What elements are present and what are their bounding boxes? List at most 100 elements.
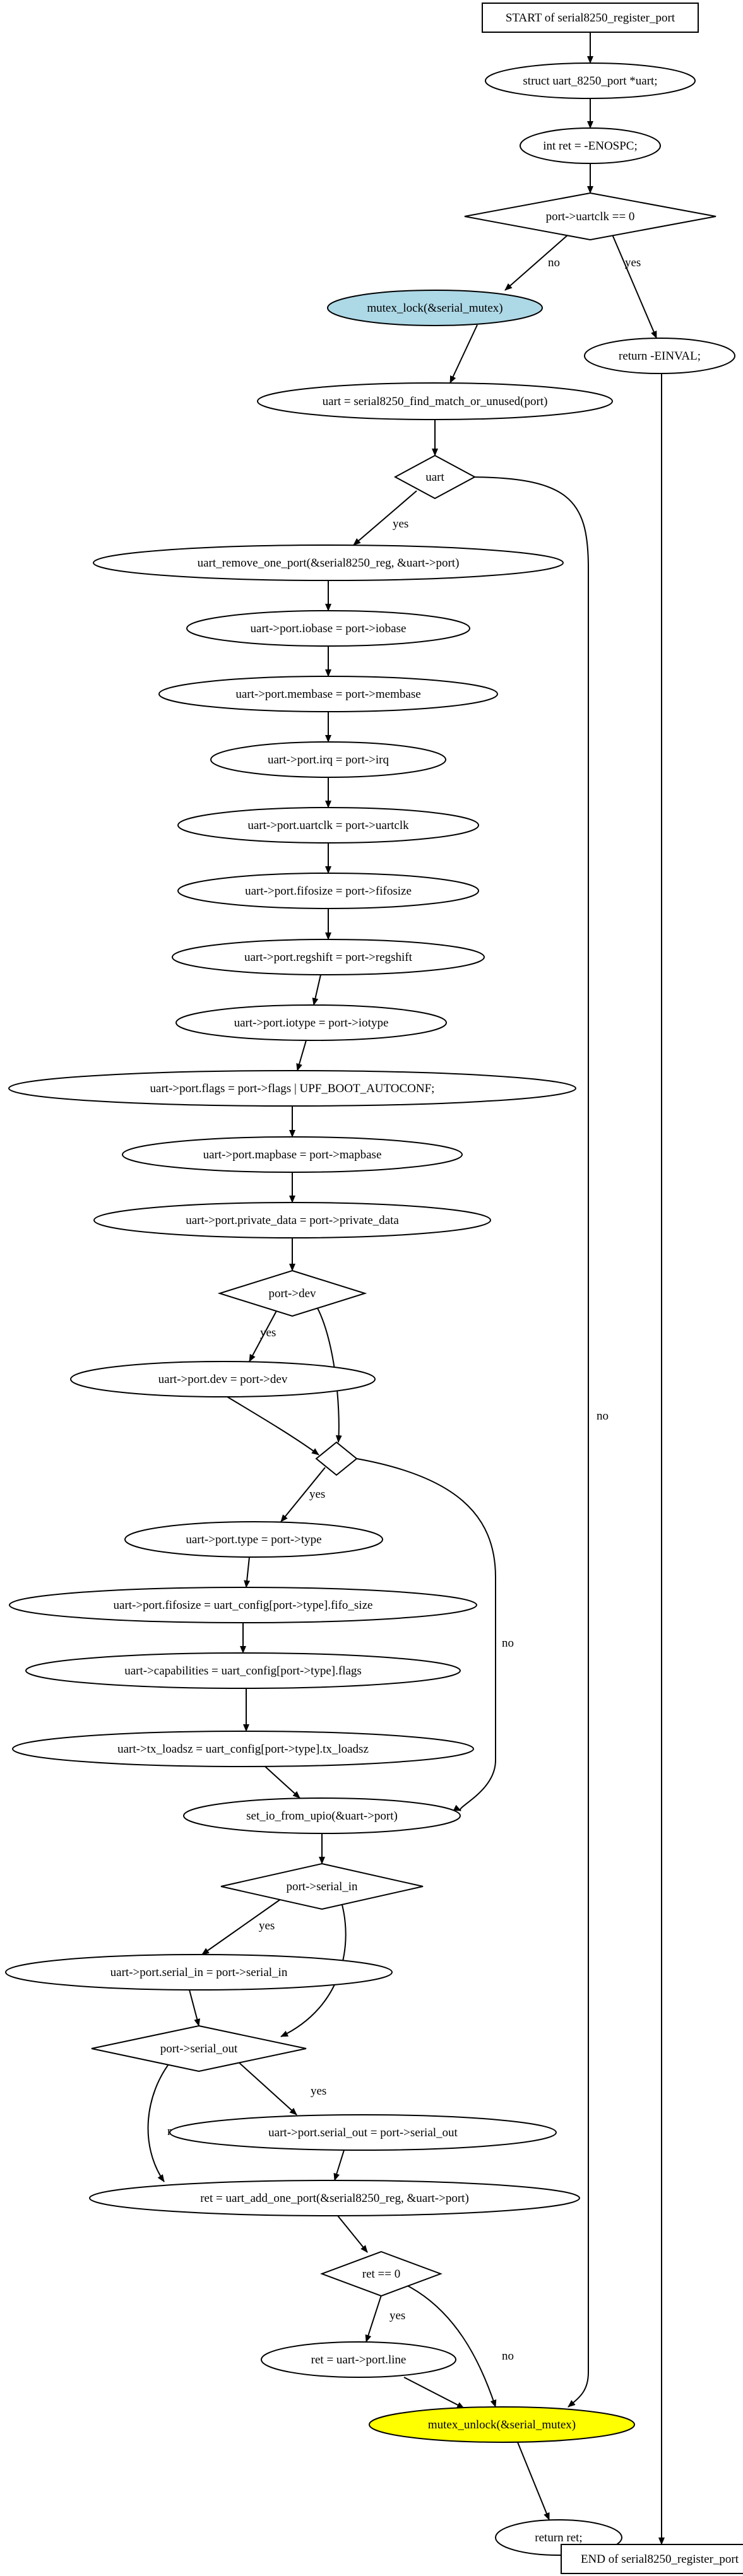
node-diamond bbox=[217, 1269, 367, 1317]
edge-label: yes bbox=[625, 256, 641, 269]
flow-node: uart->port.type = port->type bbox=[124, 1521, 383, 1558]
edge-line bbox=[504, 234, 569, 291]
edge-line bbox=[280, 1467, 326, 1522]
node-label: mutex_unlock(&serial_mutex) bbox=[428, 2418, 576, 2432]
flow-node: END of serial8250_register_port bbox=[561, 2544, 743, 2574]
flow-node: ret = uart->port.line bbox=[261, 2341, 456, 2378]
edge-label: yes bbox=[309, 1488, 325, 1501]
node-ellipse bbox=[186, 610, 470, 647]
edge-label: yes bbox=[311, 2085, 326, 2098]
edge: yes bbox=[236, 2060, 326, 2115]
node-diamond bbox=[393, 454, 477, 500]
node-ellipse bbox=[158, 676, 498, 712]
flow-node: struct uart_8250_port *uart; bbox=[485, 62, 696, 99]
node-ellipse bbox=[93, 1202, 491, 1238]
edge-label: no bbox=[548, 256, 560, 269]
edge-line bbox=[333, 2150, 345, 2181]
node-label: uart->port.iotype = port->iotype bbox=[234, 1016, 389, 1030]
flow-node: uart->capabilities = uart_config[port->t… bbox=[25, 1652, 461, 1689]
flow-node: uart->port.flags = port->flags | UPF_BOO… bbox=[8, 1070, 576, 1107]
node-label: uart->tx_loadsz = uart_config[port->type… bbox=[117, 1743, 369, 1756]
edge-line bbox=[465, 476, 589, 2408]
flow-node: uart->port.membase = port->membase bbox=[158, 676, 498, 712]
node-ellipse bbox=[89, 2180, 580, 2216]
edge-label: no bbox=[502, 1637, 514, 1650]
flow-node: START of serial8250_register_port bbox=[482, 3, 699, 33]
node-label: mutex_lock(&serial_mutex) bbox=[367, 302, 502, 315]
edge bbox=[312, 974, 321, 1006]
node-label: uart->port.dev = port->dev bbox=[158, 1373, 288, 1386]
node-label: return -EINVAL; bbox=[619, 350, 701, 363]
edge bbox=[189, 1989, 201, 2026]
node-label: struct uart_8250_port *uart; bbox=[523, 74, 657, 88]
flow-node: uart->port.mapbase = port->mapbase bbox=[122, 1136, 463, 1173]
node-label: uart->port.iobase = port->iobase bbox=[251, 622, 407, 635]
node-label: uart = serial8250_find_match_or_unused(p… bbox=[323, 395, 548, 408]
node-label: uart->port.irq = port->irq bbox=[268, 753, 389, 767]
flow-node: port->serial_out bbox=[91, 2025, 307, 2073]
flow-node: mutex_unlock(&serial_mutex) bbox=[369, 2406, 635, 2443]
flow-node: uart_remove_one_port(&serial8250_reg, &u… bbox=[93, 544, 564, 581]
edge: no bbox=[504, 234, 569, 291]
node-label: uart->port.private_data = port->private_… bbox=[186, 1214, 399, 1227]
edge-line bbox=[403, 2283, 497, 2408]
flow-node: uart->tx_loadsz = uart_config[port->type… bbox=[12, 1731, 474, 1767]
flow-node: set_io_from_upio(&uart->port) bbox=[183, 1797, 461, 1834]
edge-line bbox=[312, 974, 321, 1006]
node-label: uart->port.mapbase = port->mapbase bbox=[203, 1148, 382, 1162]
edge-line bbox=[265, 1766, 300, 1799]
node-label: uart->port.fifosize = port->fifosize bbox=[245, 885, 412, 898]
edge: no bbox=[403, 2283, 514, 2408]
edge-label: no bbox=[502, 2350, 514, 2363]
node-label: uart->capabilities = uart_config[port->t… bbox=[124, 1664, 362, 1678]
edge: no bbox=[356, 1458, 514, 1811]
edge-line bbox=[353, 490, 417, 546]
node-ellipse bbox=[210, 741, 446, 778]
edge bbox=[517, 2442, 550, 2520]
edge: no bbox=[465, 476, 609, 2408]
node-ellipse bbox=[9, 1587, 477, 1623]
node-label: uart->port.serial_in = port->serial_in bbox=[110, 1966, 288, 1979]
node-ellipse bbox=[584, 338, 735, 374]
edge-line bbox=[356, 1458, 496, 1811]
node-ellipse bbox=[5, 1954, 393, 1991]
edge-label: yes bbox=[260, 1326, 276, 1339]
node-diamond bbox=[315, 1441, 358, 1476]
edge-line bbox=[612, 234, 657, 339]
edges-layer: noyesyesnoyesnoyesnoyesnoyesnoyesno bbox=[147, 32, 665, 2553]
flow-node: uart->port.irq = port->irq bbox=[210, 741, 446, 778]
flow-node: port->uartclk == 0 bbox=[464, 192, 716, 241]
edge-line bbox=[147, 2061, 171, 2182]
edge-line bbox=[227, 1396, 319, 1456]
flow-node: uart->port.dev = port->dev bbox=[70, 1361, 376, 1397]
flow-node: uart = serial8250_find_match_or_unused(p… bbox=[257, 382, 613, 420]
node-ellipse bbox=[169, 2114, 557, 2151]
node-label: port->serial_in bbox=[286, 1880, 358, 1893]
edge bbox=[244, 1556, 251, 1588]
edge: yes bbox=[249, 1308, 278, 1362]
node-ellipse bbox=[177, 807, 479, 844]
edge: yes bbox=[201, 1898, 282, 1955]
edge: yes bbox=[612, 234, 657, 339]
edge-line bbox=[365, 2295, 382, 2343]
node-ellipse bbox=[327, 290, 543, 326]
node-label: uart->port.regshift = port->regshift bbox=[244, 951, 413, 964]
flow-node: uart->port.fifosize = uart_config[port->… bbox=[9, 1587, 477, 1623]
flow-node: ret == 0 bbox=[320, 2250, 443, 2297]
node-label: uart->port.serial_out = port->serial_out bbox=[268, 2126, 458, 2139]
node-ellipse bbox=[520, 127, 661, 164]
flow-node: port->dev bbox=[217, 1269, 367, 1317]
node-ellipse bbox=[12, 1731, 474, 1767]
node-box bbox=[561, 2544, 743, 2574]
flow-node: int ret = -ENOSPC; bbox=[520, 127, 661, 164]
node-label: port->uartclk == 0 bbox=[546, 210, 635, 223]
flow-node: return -EINVAL; bbox=[584, 338, 735, 374]
node-label: START of serial8250_register_port bbox=[506, 11, 675, 25]
node-ellipse bbox=[177, 873, 479, 909]
node-label: port->serial_out bbox=[160, 2042, 238, 2056]
edge-line bbox=[517, 2442, 550, 2520]
node-label: uart_remove_one_port(&serial8250_reg, &u… bbox=[198, 556, 460, 570]
flow-node: port->serial_in bbox=[220, 1862, 424, 1910]
edge-line bbox=[201, 1898, 282, 1955]
nodes-layer: START of serial8250_register_portstruct … bbox=[5, 3, 743, 2574]
